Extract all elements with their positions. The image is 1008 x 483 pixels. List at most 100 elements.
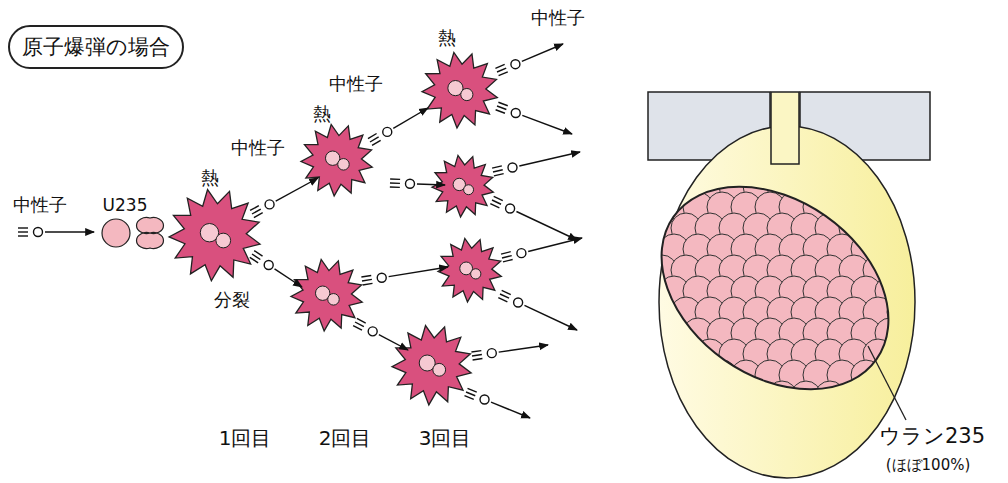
uranium-ball xyxy=(827,192,857,222)
uranium-ball xyxy=(803,150,833,180)
motion-dash xyxy=(252,254,260,260)
neutron-arrow xyxy=(361,267,448,285)
motion-dash xyxy=(390,182,400,184)
uranium-ball xyxy=(911,213,941,243)
uranium-ball xyxy=(875,234,905,264)
uranium-ball xyxy=(779,150,809,180)
neutron-arrow xyxy=(501,238,582,262)
motion-dash xyxy=(499,72,508,76)
uranium-ball xyxy=(911,381,941,411)
motion-dash xyxy=(498,298,507,302)
arrow-line xyxy=(499,345,548,352)
uranium-ball xyxy=(887,255,917,285)
fragment xyxy=(338,159,350,171)
motion-dash xyxy=(497,68,506,72)
uranium-ball xyxy=(647,381,677,411)
arrow-line xyxy=(276,178,318,201)
neutron-arrow xyxy=(492,152,580,176)
fragment xyxy=(328,294,340,306)
burst-shape xyxy=(301,124,372,195)
uranium-ball xyxy=(863,213,893,243)
motion-dash xyxy=(390,178,400,180)
cavity-outline xyxy=(623,145,927,431)
uranium-ball xyxy=(899,234,929,264)
motion-dash xyxy=(466,392,475,396)
fission-burst xyxy=(438,238,501,301)
uranium-ball xyxy=(899,360,929,390)
uranium-ball xyxy=(791,381,821,411)
uranium-ball xyxy=(719,381,749,411)
uranium-ball xyxy=(875,360,905,390)
bomb-body xyxy=(659,126,915,478)
uranium-ball xyxy=(695,381,725,411)
motion-dash xyxy=(492,166,502,168)
motion-dash xyxy=(355,322,364,327)
motion-dash xyxy=(363,283,373,285)
uranium-ball xyxy=(635,150,665,180)
fission-burst xyxy=(432,155,493,216)
motion-dash xyxy=(501,252,511,254)
uranium-ball xyxy=(683,150,713,180)
burst-shape xyxy=(438,238,501,301)
fission-burst xyxy=(301,124,372,195)
motion-dash xyxy=(472,355,482,356)
uranium-ball xyxy=(875,192,905,222)
arrow-line xyxy=(275,269,302,287)
motion-dash xyxy=(498,102,507,105)
neutron-arrows xyxy=(18,44,582,418)
uranium-ball xyxy=(899,150,929,180)
neutron xyxy=(368,327,377,336)
motion-dash xyxy=(495,64,504,68)
uranium-ball xyxy=(815,171,845,201)
uranium-ball xyxy=(671,381,701,411)
motion-dash xyxy=(370,137,379,142)
motion-dash xyxy=(496,110,505,113)
motion-dash xyxy=(18,227,28,228)
splitting-nucleus xyxy=(137,218,164,249)
uranium-ball xyxy=(911,255,941,285)
uranium-ball xyxy=(899,276,929,306)
uranium-ball xyxy=(911,297,941,327)
part-label: ウラン235 xyxy=(879,425,985,448)
motion-dash xyxy=(502,256,512,258)
uranium-ball xyxy=(887,213,917,243)
motion-dash xyxy=(503,259,513,261)
cavity xyxy=(623,145,927,431)
uranium-ball xyxy=(731,150,761,180)
motion-dash xyxy=(18,231,28,232)
part-note: (ほぼ100%) xyxy=(886,457,971,474)
neutron xyxy=(511,60,520,69)
uranium-ball xyxy=(839,171,869,201)
arrow-line xyxy=(417,184,445,185)
motion-dash xyxy=(493,170,503,172)
neutron xyxy=(514,298,523,307)
motion-dash xyxy=(357,318,366,323)
heat-label: 熱 xyxy=(313,104,331,124)
motion-dash xyxy=(390,186,400,188)
generation-label: 3回目 xyxy=(419,427,472,449)
title: 原子爆弾の場合 xyxy=(22,35,170,59)
neutron xyxy=(511,108,520,117)
u235-nucleus xyxy=(102,219,130,247)
uranium-ball xyxy=(863,171,893,201)
motion-dash xyxy=(252,209,261,214)
arrow-line xyxy=(393,108,428,128)
uranium-ball xyxy=(671,339,701,369)
uranium-ball xyxy=(743,381,773,411)
neutron-arrow xyxy=(368,108,428,145)
motion-dash xyxy=(494,174,504,176)
arrow-line xyxy=(516,211,577,240)
motion-dash xyxy=(250,257,258,263)
neutron-label: 中性子 xyxy=(13,195,67,215)
neutron xyxy=(34,228,43,237)
heat-label: 熱 xyxy=(438,28,456,48)
uranium-ball xyxy=(755,150,785,180)
arrow-line xyxy=(379,335,408,350)
neutron xyxy=(487,349,496,358)
motion-dash xyxy=(254,213,263,218)
arrow-line xyxy=(491,402,530,418)
uranium-ball xyxy=(635,318,665,348)
fragment xyxy=(471,269,481,279)
bomb xyxy=(623,92,941,478)
uranium-ball xyxy=(887,297,917,327)
